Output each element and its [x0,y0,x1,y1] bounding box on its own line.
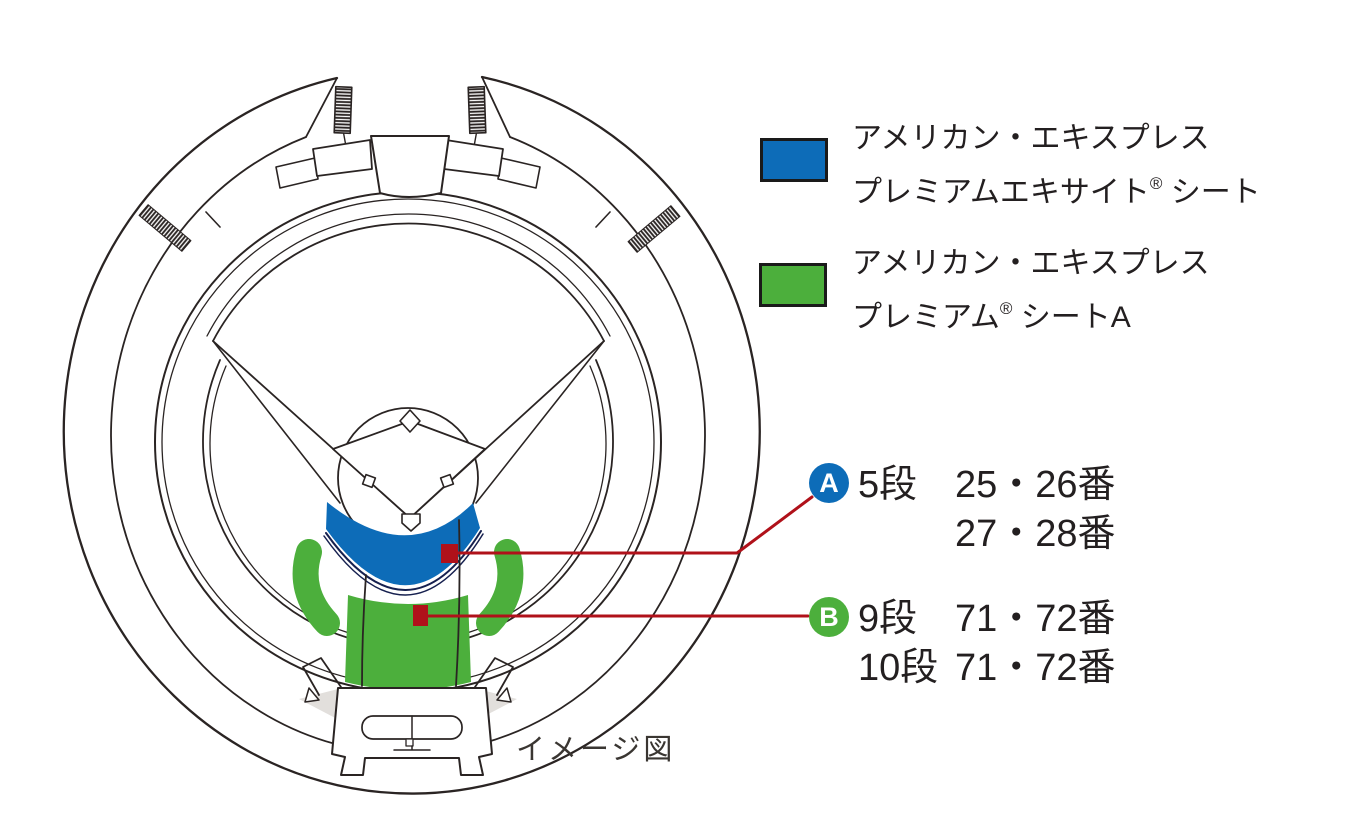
legend-label: アメリカン・エキスプレス プレミアム® シートA [852,241,1210,340]
badge-b: B [809,597,849,637]
premium-seat-a-center-area [345,595,471,690]
outer-ring [62,75,761,795]
row-tier: 9段 [858,598,918,640]
color-swatch-blue-icon [760,138,828,182]
field [212,340,605,549]
home-building [299,657,517,776]
foul-wedge-lines [212,340,605,504]
badge-a: A [809,463,849,503]
row-tier: 5段 [858,464,918,506]
walkway-arc-1 [325,530,482,591]
scoreboard-right-icon [467,85,487,135]
premium-excite-seat-area [326,502,480,586]
row-seats: 71・72番 [955,647,1116,689]
home-plate-icon [401,513,421,532]
field-wall-upper-outer [206,213,611,337]
leader-line-a [456,495,814,555]
third-base-icon [361,473,377,489]
badge-a-letter: A [819,467,839,498]
row-tier: 10段 [858,647,939,689]
connector-left [302,657,342,696]
row-seats: 25・26番 [955,464,1116,506]
registered-mark: ® [1149,174,1163,193]
center-field-stand [370,135,450,198]
section-divider-left [361,574,367,687]
stand-block-right-outer [497,157,541,189]
building-gate [405,738,414,747]
ring-hatch-right [627,205,681,253]
legend-line-1: アメリカン・エキスプレス [852,247,1210,280]
registered-mark: ® [999,299,1013,318]
stand-block-right [443,139,504,177]
scoreboard-left-icon [333,85,353,135]
first-base-icon [439,473,455,489]
building-base-line [393,745,431,751]
annotation-a-rows: 5段 25・26番 27・28番 [858,461,1116,559]
infield-diamond [332,420,486,519]
section-divider-right [455,519,461,687]
legend-line-2: プレミアムエキサイト® シート [852,174,1261,209]
annotation-row: 27・28番 [858,510,1116,559]
badge-b-letter: B [819,601,839,632]
ring-hatch-left [138,204,192,252]
annotation-b-rows: 9段 71・72番 10段 71・72番 [858,595,1116,693]
second-base-icon [399,409,421,433]
color-swatch-green-icon [759,263,827,307]
annotation-row: 10段 71・72番 [858,644,1116,693]
premium-seat-a-right-arm [476,539,524,636]
leader-lines [413,495,814,626]
annotation-row: 9段 71・72番 [858,595,1116,644]
seat-marker-b-icon [413,605,428,626]
connector-arrow-left [304,687,320,703]
outer-wall [62,75,761,795]
section-ticks [205,211,611,228]
legend-line-1: アメリカン・エキスプレス [852,122,1210,155]
stand-block-left [312,139,373,177]
seat-marker-a-icon [441,544,458,563]
legend-label: アメリカン・エキスプレス プレミアムエキサイト® シート [852,116,1261,215]
annotation-row: 5段 25・26番 [858,461,1116,510]
row-tier [858,510,955,559]
stand-block-left-outer [275,157,319,189]
diagram-caption: イメージ図 [516,734,676,766]
row-seats: 27・28番 [955,513,1116,555]
ring-tips [305,76,511,138]
walkway-arc-2 [323,533,484,596]
field-wall-upper [212,222,605,342]
seat-areas [292,502,524,690]
premium-seat-a-left-arm [292,539,340,636]
legend-line-2: プレミアム® シートA [852,299,1131,334]
connector-arrow-right [496,687,512,703]
row-seats: 71・72番 [955,598,1116,640]
connector-right [474,657,514,696]
top-structures [275,85,541,198]
